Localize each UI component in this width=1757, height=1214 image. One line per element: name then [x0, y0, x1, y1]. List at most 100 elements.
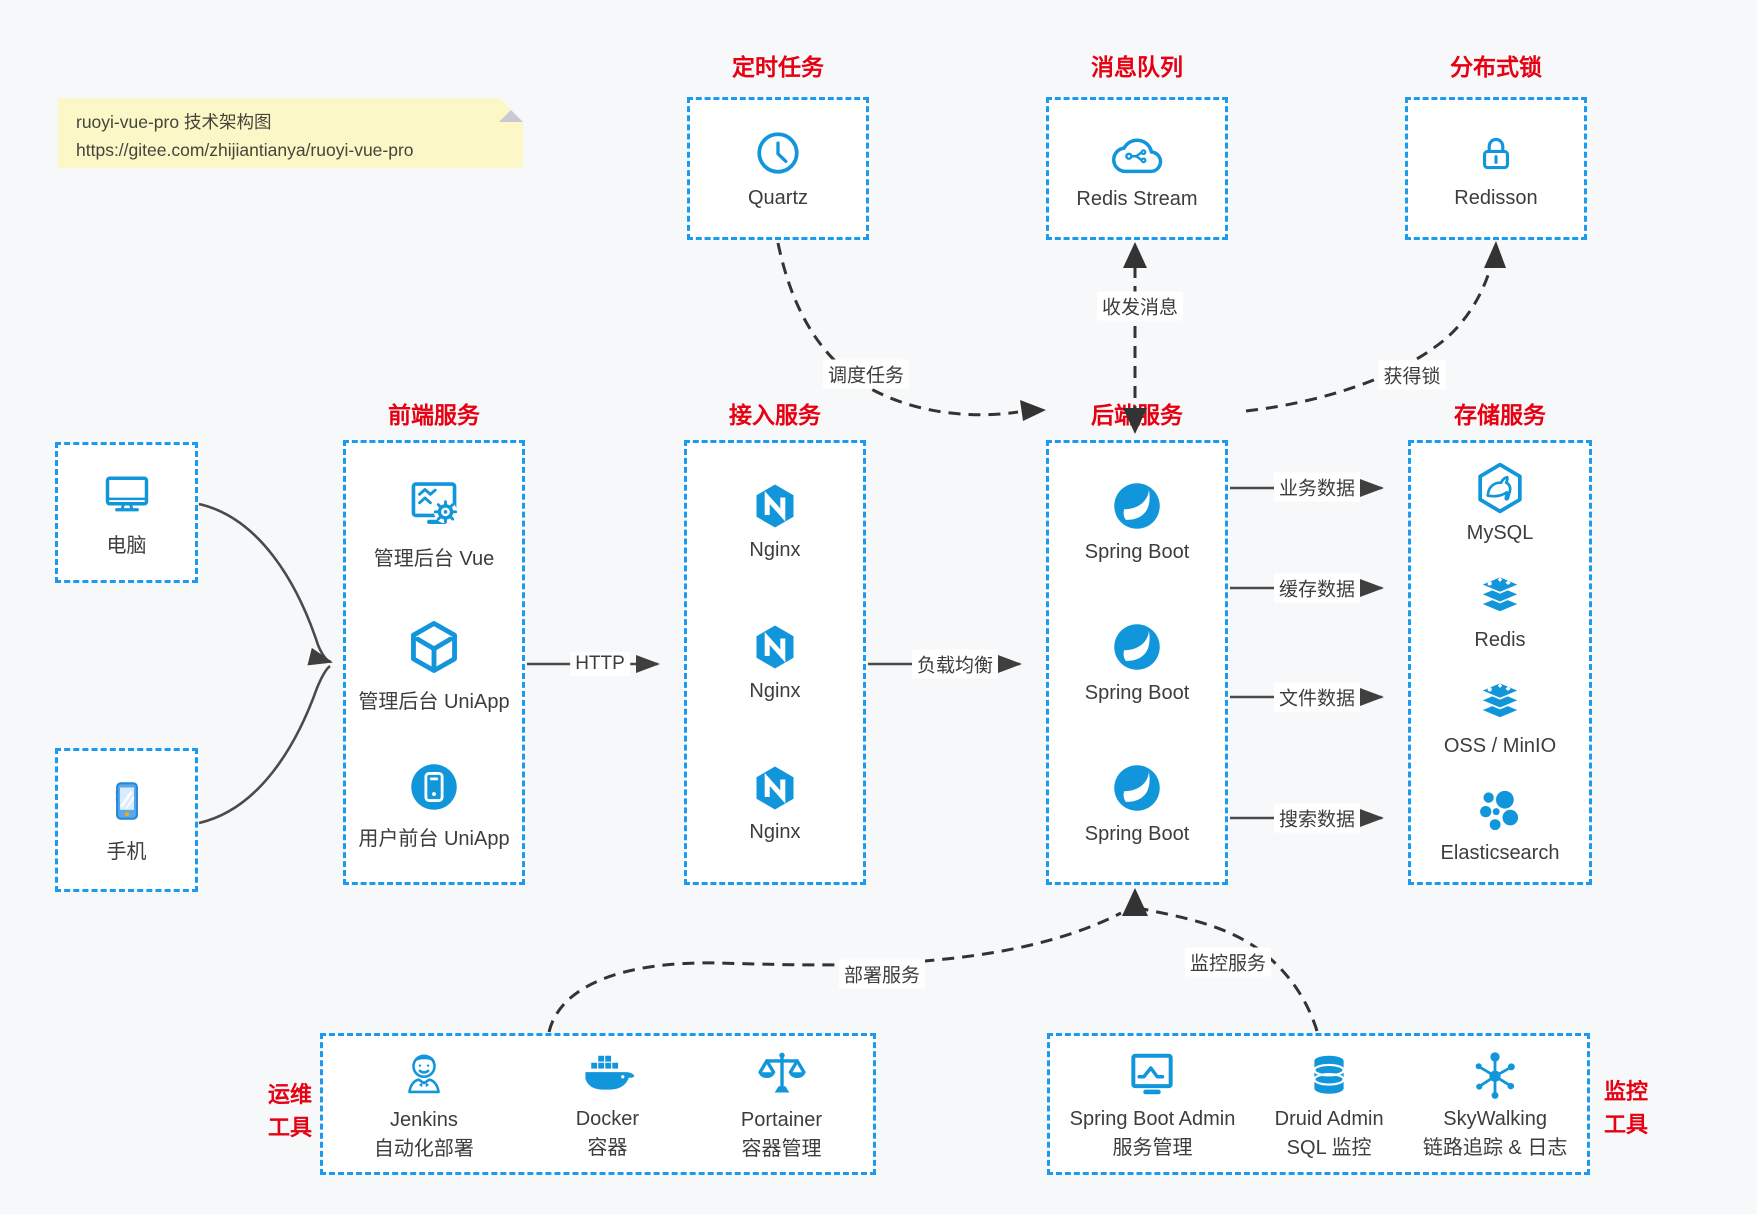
- storage-box: MySQL Redis OSS / MinIO: [1408, 440, 1592, 885]
- docker-whale-icon: [585, 1055, 635, 1090]
- title-scheduler: 定时任务: [732, 54, 824, 80]
- admin-vue-monitor-gear-icon: [411, 481, 458, 524]
- note-url: https://gitee.com/zhijiantianya/ruoyi-vu…: [76, 140, 414, 160]
- quartz-label: Quartz: [747, 186, 809, 209]
- padlock-icon: [1482, 137, 1510, 169]
- sticky-note: ruoyi-vue-pro 技术架构图 https://gitee.com/zh…: [58, 98, 523, 168]
- spring-boot-item-3: Spring Boot: [1084, 762, 1190, 846]
- desktop-monitor-icon: [105, 476, 148, 511]
- spring-boot-item-1: Spring Boot: [1084, 480, 1190, 564]
- smartphone-icon: [115, 782, 138, 820]
- monitor-title-line1: 监控: [1603, 1079, 1648, 1104]
- nginx-label-2: Nginx: [749, 679, 801, 702]
- portainer-item: Portainer 容器管理: [741, 1046, 822, 1162]
- title-mq: 消息队列: [1091, 54, 1183, 80]
- druid-name: Druid Admin: [1274, 1108, 1384, 1130]
- mysql-item: MySQL: [1466, 460, 1534, 545]
- title-monitor-tools: 监控 工具: [1600, 1075, 1652, 1141]
- ops-title-line2: 工具: [267, 1115, 312, 1140]
- edge-computer-to-frontend: [198, 502, 333, 666]
- uniapp-phone-circle-icon: [411, 763, 457, 810]
- arrowhead-msg-up: [1123, 242, 1147, 268]
- mysql-label: MySQL: [1466, 521, 1534, 544]
- nginx-icon: [756, 625, 794, 668]
- redis-stream-item: Redis Stream: [1076, 127, 1198, 211]
- ops-box: Jenkins 自动化部署 Docker 容器: [320, 1033, 876, 1175]
- mq-box: Redis Stream: [1046, 97, 1228, 240]
- spring-boot-item-2: Spring Boot: [1084, 621, 1190, 705]
- druid-desc: SQL 监控: [1286, 1137, 1372, 1159]
- computer-label: 电脑: [106, 534, 147, 557]
- nginx-icon: [756, 766, 794, 809]
- arrowhead-acquire-lock: [1484, 241, 1506, 268]
- spring-boot-leaf-icon: [1114, 482, 1160, 529]
- phone-label: 手机: [106, 841, 147, 863]
- redisson-label: Redisson: [1454, 186, 1538, 209]
- spring-boot-admin-item: Spring Boot Admin 服务管理: [1069, 1047, 1236, 1161]
- elasticsearch-cluster-icon: [1480, 790, 1519, 831]
- skywalking-desc: 链路追踪 & 日志: [1422, 1137, 1568, 1159]
- computer-item: 电脑: [98, 468, 156, 558]
- clock-icon: [757, 131, 799, 174]
- spring-boot-label-2: Spring Boot: [1084, 681, 1190, 704]
- title-storage: 存储服务: [1454, 402, 1546, 428]
- oss-minio-stack-icon: [1478, 681, 1522, 720]
- title-lock: 分布式锁: [1450, 54, 1542, 80]
- note-title: ruoyi-vue-pro 技术架构图: [76, 112, 272, 132]
- edge-label-http: HTTP: [570, 652, 630, 676]
- title-gateway: 接入服务: [729, 402, 821, 428]
- gateway-box: Nginx Nginx Nginx: [684, 440, 866, 885]
- edge-acquire-lock: [1245, 257, 1495, 413]
- jenkins-item: Jenkins 自动化部署: [374, 1046, 474, 1162]
- admin-uniapp-item: 管理后台 UniApp: [358, 618, 510, 714]
- skywalking-topology-icon: [1475, 1052, 1515, 1099]
- spring-boot-label-1: Spring Boot: [1084, 540, 1190, 563]
- redis-item: Redis: [1470, 571, 1530, 652]
- frontend-box: 管理后台 Vue 管理后台 UniApp 用户前台 UniApp: [343, 440, 525, 885]
- edge-label-send-receive-msg: 收发消息: [1096, 291, 1184, 321]
- portainer-name: Portainer: [740, 1109, 823, 1131]
- mysql-dolphin-hexagon-icon: [1478, 462, 1522, 514]
- backend-box: Spring Boot Spring Boot Spring Boot: [1046, 440, 1228, 885]
- uniapp-cube-icon: [411, 620, 457, 673]
- title-frontend: 前端服务: [388, 402, 480, 428]
- portainer-desc: 容器管理: [741, 1138, 822, 1160]
- edge-label-monitor-service: 监控服务: [1184, 947, 1272, 977]
- user-uniapp-label: 用户前台 UniApp: [358, 827, 510, 850]
- redis-label: Redis: [1474, 628, 1526, 651]
- nginx-item-1: Nginx: [749, 482, 801, 562]
- title-ops-tools: 运维 工具: [264, 1078, 316, 1144]
- druid-database-icon: [1313, 1055, 1345, 1094]
- monitor-box: Spring Boot Admin 服务管理 Druid Admin SQL 监…: [1047, 1033, 1590, 1175]
- skywalking-item: SkyWalking 链路追踪 & 日志: [1423, 1047, 1567, 1161]
- portainer-scales-icon: [757, 1052, 806, 1093]
- spring-boot-admin-name: Spring Boot Admin: [1069, 1108, 1236, 1130]
- jenkins-name: Jenkins: [390, 1109, 458, 1131]
- cloud-stream-icon: [1111, 137, 1163, 173]
- phone-box: 手机: [55, 748, 198, 892]
- arrowhead-schedule-task: [1020, 400, 1046, 421]
- druid-item: Druid Admin SQL 监控: [1275, 1047, 1384, 1161]
- edge-label-file-data: 文件数据: [1273, 682, 1361, 712]
- oss-minio-item: OSS / MinIO: [1444, 677, 1556, 758]
- user-uniapp-item: 用户前台 UniApp: [358, 761, 510, 851]
- jenkins-butler-icon: [408, 1054, 440, 1094]
- redis-stream-label: Redis Stream: [1076, 187, 1198, 210]
- docker-name: Docker: [575, 1108, 640, 1130]
- edge-label-load-balance: 负载均衡: [911, 649, 999, 679]
- redisson-item: Redisson: [1454, 128, 1538, 210]
- admin-vue-label: 管理后台 Vue: [373, 547, 495, 570]
- skywalking-name: SkyWalking: [1443, 1108, 1547, 1130]
- phone-item: 手机: [102, 776, 152, 864]
- quartz-item: Quartz: [748, 128, 808, 210]
- spring-boot-label-3: Spring Boot: [1084, 822, 1190, 845]
- edge-phone-to-frontend: [198, 664, 331, 825]
- nginx-label-1: Nginx: [749, 538, 801, 561]
- edge-label-acquire-lock: 获得锁: [1378, 360, 1446, 390]
- edge-label-business-data: 业务数据: [1273, 472, 1361, 502]
- edge-label-schedule-task: 调度任务: [822, 359, 910, 389]
- monitor-title-line2: 工具: [1603, 1112, 1648, 1137]
- arrowhead-deploy-monitor: [1122, 888, 1148, 916]
- ops-title-line1: 运维: [267, 1082, 312, 1107]
- elasticsearch-label: Elasticsearch: [1440, 842, 1560, 865]
